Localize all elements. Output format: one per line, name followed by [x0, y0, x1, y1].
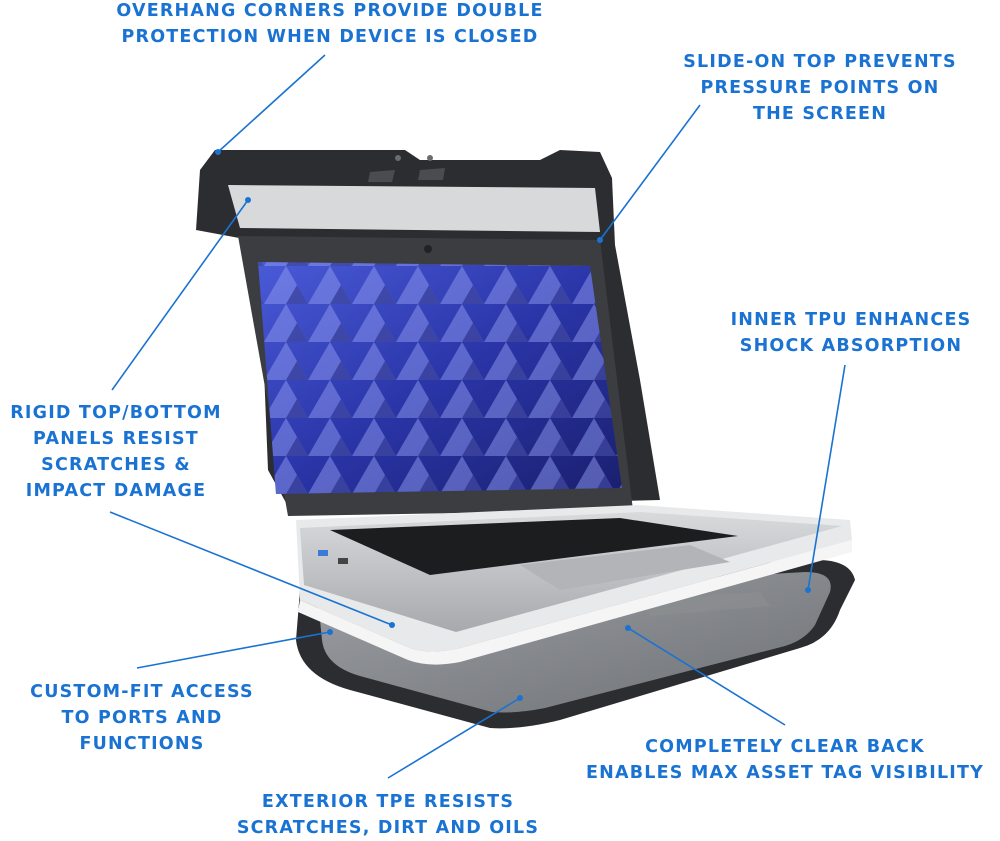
- leader-overhang: [217, 54, 326, 153]
- laptop-base: [296, 505, 852, 665]
- callout-line: RIGID TOP/BOTTOM: [10, 403, 222, 423]
- callout-line: IMPACT DAMAGE: [25, 481, 207, 501]
- callout-line: ENABLES MAX ASSET TAG VISIBILITY: [585, 763, 985, 783]
- callout-line: COMPLETELY CLEAR BACK: [645, 737, 925, 757]
- leader-inner-tpu: [807, 364, 846, 591]
- callout-overhang-corners: OVERHANG CORNERS PROVIDE DOUBLE PROTECTI…: [85, 0, 575, 50]
- leader-exterior-tpe: [387, 697, 521, 779]
- callout-line: EXTERIOR TPE RESISTS: [261, 792, 515, 812]
- leader-slide-on: [599, 104, 701, 241]
- callout-line: PROTECTION WHEN DEVICE IS CLOSED: [121, 27, 539, 47]
- callout-line: PANELS RESIST: [33, 429, 199, 449]
- callout-inner-tpu: INNER TPU ENHANCES SHOCK ABSORPTION: [706, 307, 996, 359]
- callout-line: PRESSURE POINTS ON: [700, 78, 940, 98]
- callout-line: THE SCREEN: [752, 104, 888, 124]
- callout-line: OVERHANG CORNERS PROVIDE DOUBLE: [116, 1, 544, 21]
- callout-dots: [215, 149, 811, 701]
- callout-slide-on-top: SLIDE-ON TOP PREVENTS PRESSURE POINTS ON…: [660, 49, 980, 127]
- callout-line: SLIDE-ON TOP PREVENTS: [683, 52, 957, 72]
- callout-custom-fit: CUSTOM-FIT ACCESS TO PORTS AND FUNCTIONS: [12, 679, 272, 757]
- callout-line: SHOCK ABSORPTION: [739, 336, 963, 356]
- leader-clear-back: [627, 627, 786, 726]
- callout-rigid-panels: RIGID TOP/BOTTOM PANELS RESIST SCRATCHES…: [0, 400, 232, 504]
- keyboard: [330, 518, 738, 575]
- callout-leader-lines: [109, 54, 846, 779]
- leader-rigid-bottom: [109, 511, 393, 626]
- callout-line: SCRATCHES &: [41, 455, 191, 475]
- callout-line: SCRATCHES, DIRT AND OILS: [236, 818, 540, 838]
- leader-custom-fit: [136, 631, 331, 669]
- callout-exterior-tpe: EXTERIOR TPE RESISTS SCRATCHES, DIRT AND…: [218, 789, 558, 841]
- trackpad: [520, 545, 730, 590]
- leader-rigid: [111, 199, 249, 391]
- callout-line: FUNCTIONS: [79, 734, 205, 754]
- callout-line: INNER TPU ENHANCES: [730, 310, 972, 330]
- callout-line: CUSTOM-FIT ACCESS: [30, 682, 254, 702]
- laptop-lid: [238, 236, 633, 516]
- callout-clear-back: COMPLETELY CLEAR BACK ENABLES MAX ASSET …: [570, 734, 1000, 786]
- callout-line: TO PORTS AND: [61, 708, 223, 728]
